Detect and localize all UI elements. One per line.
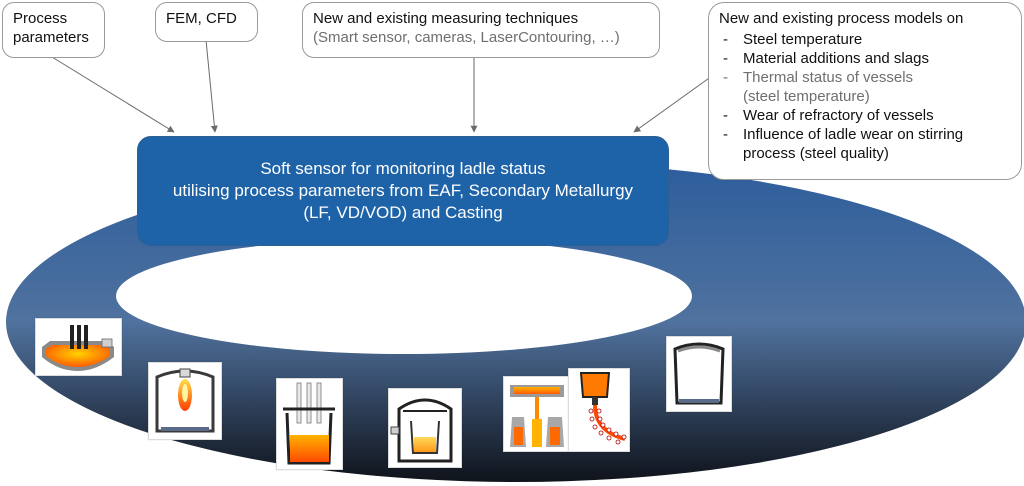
process-models-list: Steel temperature Material additions and… [719, 30, 1011, 163]
fem-cfd-box: FEM, CFD [155, 2, 258, 42]
process-models-item-subtext: process (steel quality) [743, 145, 889, 162]
ladle-heating-icon [148, 362, 222, 440]
continuous-caster-icon [568, 368, 630, 452]
process-models-title: New and existing process models on [719, 10, 964, 27]
arrow-process-parameters [51, 56, 175, 133]
measuring-techniques-examples: (Smart sensor, cameras, LaserContouring,… [313, 29, 620, 46]
measuring-techniques-title: New and existing measuring techniques [313, 10, 579, 27]
process-models-item: Thermal status of vessels (steel tempera… [719, 68, 1011, 106]
process-models-item: Steel temperature [719, 30, 1011, 49]
process-models-item-text: Influence of ladle wear on stirring [743, 126, 964, 143]
process-models-item-text: Thermal status of vessels [743, 69, 914, 86]
process-models-box: New and existing process models on Steel… [708, 2, 1022, 180]
ladle-furnace-electrodes-icon [276, 378, 343, 470]
empty-ladle-icon [666, 336, 732, 412]
ring-center-hole [116, 238, 692, 354]
tundish-casting-icon [503, 376, 571, 452]
electric-arc-furnace-icon [35, 318, 122, 376]
process-models-item: Wear of refractory of vessels [719, 106, 1011, 125]
soft-sensor-line-2: utilising process parameters from EAF, S… [172, 181, 634, 200]
process-models-item-subtext: (steel temperature) [743, 88, 870, 105]
arrow-fem-cfd [205, 39, 218, 133]
soft-sensor-line-3: (LF, VD/VOD) and Casting [303, 203, 503, 222]
soft-sensor-box: Soft sensor for monitoring ladle status … [137, 136, 669, 246]
process-models-item: Influence of ladle wear on stirring proc… [719, 125, 1011, 163]
measuring-techniques-box: New and existing measuring techniques (S… [302, 2, 660, 58]
process-parameters-box: Process parameters [2, 2, 105, 58]
vacuum-degassing-icon [388, 388, 462, 468]
process-models-item: Material additions and slags [719, 49, 1011, 68]
arrow-process-models [633, 75, 713, 133]
soft-sensor-line-1: Soft sensor for monitoring ladle status [260, 159, 546, 178]
